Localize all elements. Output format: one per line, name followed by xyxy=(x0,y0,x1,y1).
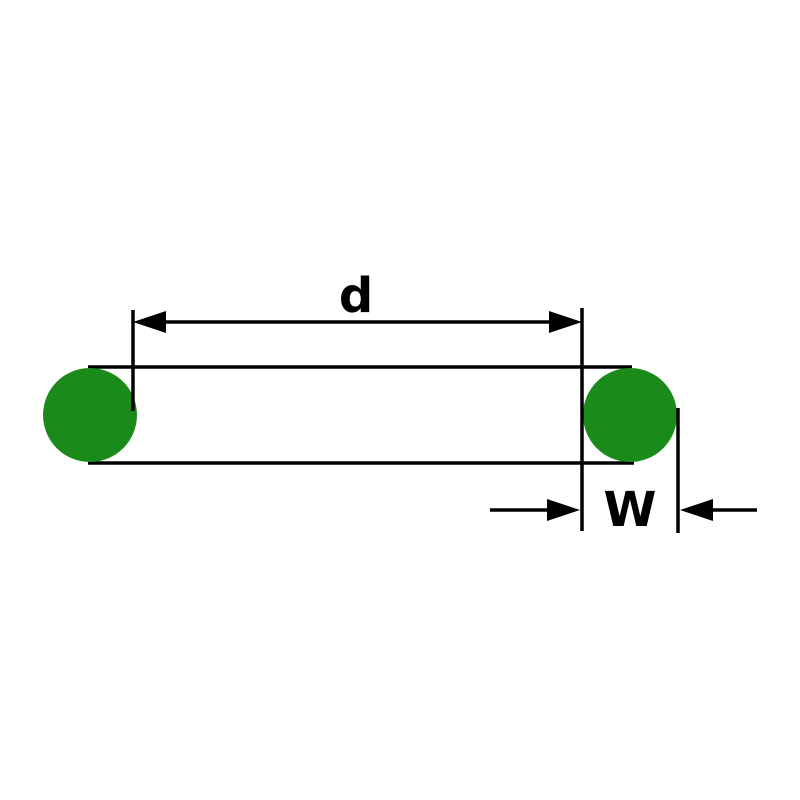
d-dimension-label: d xyxy=(339,268,373,324)
d-arrowhead-left-icon xyxy=(133,311,166,333)
w-dimension-label: W xyxy=(604,482,657,538)
w-arrowhead-right-icon xyxy=(680,499,713,521)
w-arrowhead-left-icon xyxy=(547,499,580,521)
oring-cross-section-left xyxy=(43,368,137,462)
d-arrowhead-right-icon xyxy=(549,311,582,333)
oring-cross-section-right xyxy=(583,368,677,462)
